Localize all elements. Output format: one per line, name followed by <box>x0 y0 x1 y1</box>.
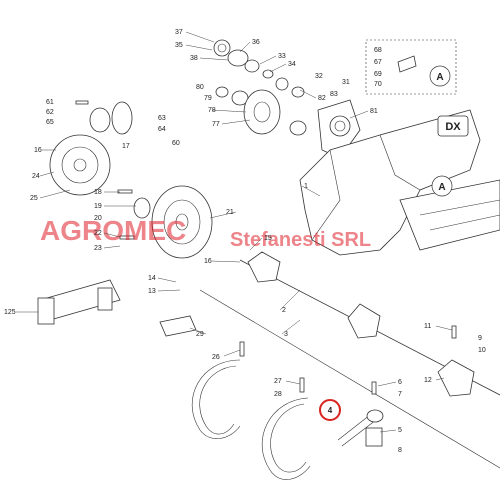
part-label: 83 <box>330 91 338 98</box>
part-label: 10 <box>478 347 486 354</box>
part-label: 20 <box>94 215 102 222</box>
part-label: 15 <box>264 235 272 242</box>
part-label: 60 <box>172 140 180 147</box>
part-label: 35 <box>175 42 183 49</box>
rod <box>199 289 500 469</box>
part-label: 5 <box>398 427 402 434</box>
fastener-set <box>75 100 457 395</box>
part-label: 62 <box>46 109 54 116</box>
part-label: 31 <box>342 79 350 86</box>
pulley <box>151 185 213 259</box>
part-label: 24 <box>32 173 40 180</box>
part-label: 32 <box>315 73 323 80</box>
watermark-line-2: Stefanesti SRL <box>230 229 371 251</box>
part-label: 22 <box>94 230 102 237</box>
part-label: 29 <box>196 331 204 338</box>
part-label: 7 <box>398 391 402 398</box>
part-label: 68 <box>374 47 382 54</box>
part-label: 81 <box>370 108 378 115</box>
side-tag-text: DX <box>445 121 461 133</box>
detail-a-marker-bottom: A <box>431 175 453 197</box>
sprocket-hub <box>89 101 133 135</box>
part-label: 8 <box>398 447 402 454</box>
part-label: 38 <box>190 55 198 62</box>
drive-sprocket <box>49 134 111 196</box>
part-label: 14 <box>148 275 156 282</box>
part-label: 78 <box>208 107 216 114</box>
part-label: 37 <box>175 29 183 36</box>
part-label: 11 <box>424 323 431 330</box>
part-labels: 37 35 36 38 33 34 32 31 80 79 78 77 82 8… <box>4 29 486 454</box>
part-label: 2 <box>282 307 286 314</box>
part-label: 19 <box>94 203 102 210</box>
part-label: 23 <box>94 245 102 252</box>
part-label: 82 <box>318 95 326 102</box>
main-housing <box>299 109 481 256</box>
part-label: 70 <box>374 81 382 88</box>
part-label: 36 <box>252 39 260 46</box>
part-label: 9 <box>478 335 482 342</box>
part-label: 65 <box>46 119 54 126</box>
detail-a-text-top: A <box>436 72 443 83</box>
part-label: 21 <box>226 209 234 216</box>
part-label: 16 <box>34 147 42 154</box>
part-label: 6 <box>398 379 402 386</box>
watermark-line-1: AGROMEC <box>40 215 186 246</box>
tube-assembly <box>37 279 121 325</box>
part-label: 77 <box>212 121 220 128</box>
part-label: 61 <box>46 99 54 106</box>
part-label: 80 <box>196 84 204 91</box>
side-tag: DX <box>437 115 469 137</box>
leader-lines <box>16 31 453 433</box>
part-label: 3 <box>284 331 288 338</box>
part-label: 12 <box>424 377 432 384</box>
highlight-callout-text: 4 <box>328 406 333 415</box>
part-label: 64 <box>158 126 166 133</box>
main-shaft <box>239 251 500 397</box>
spacer-plate <box>159 315 197 337</box>
pulley-hub <box>133 197 151 219</box>
part-label: 125 <box>4 309 16 316</box>
part-label: 34 <box>288 61 296 68</box>
part-label: 17 <box>122 143 130 150</box>
part-label: 28 <box>274 391 282 398</box>
spring-tine-left <box>191 359 241 439</box>
part-label: 25 <box>30 195 38 202</box>
part-label: 26 <box>212 354 220 361</box>
torsion-spring <box>337 409 384 447</box>
spring-tine-right <box>261 397 311 480</box>
part-label: 16 <box>204 258 212 265</box>
cutter-bar <box>399 179 500 251</box>
detail-a-marker-top: A <box>429 65 451 87</box>
detail-box-a <box>365 39 457 95</box>
idler-gear-stack <box>215 86 307 136</box>
part-label: 79 <box>204 95 212 102</box>
top-gear-stack <box>213 39 305 98</box>
part-label: 63 <box>158 115 166 122</box>
part-label: 33 <box>278 53 286 60</box>
highlight-callout-4: 4 <box>319 399 341 421</box>
part-label: 18 <box>94 189 102 196</box>
detail-a-text-bottom: A <box>438 182 445 193</box>
bearing-bracket <box>317 99 361 159</box>
part-label: 67 <box>374 59 382 66</box>
part-label: 69 <box>374 71 382 78</box>
part-label: 13 <box>148 288 156 295</box>
part-label: 1 <box>304 183 308 190</box>
part-label: 27 <box>274 378 282 385</box>
